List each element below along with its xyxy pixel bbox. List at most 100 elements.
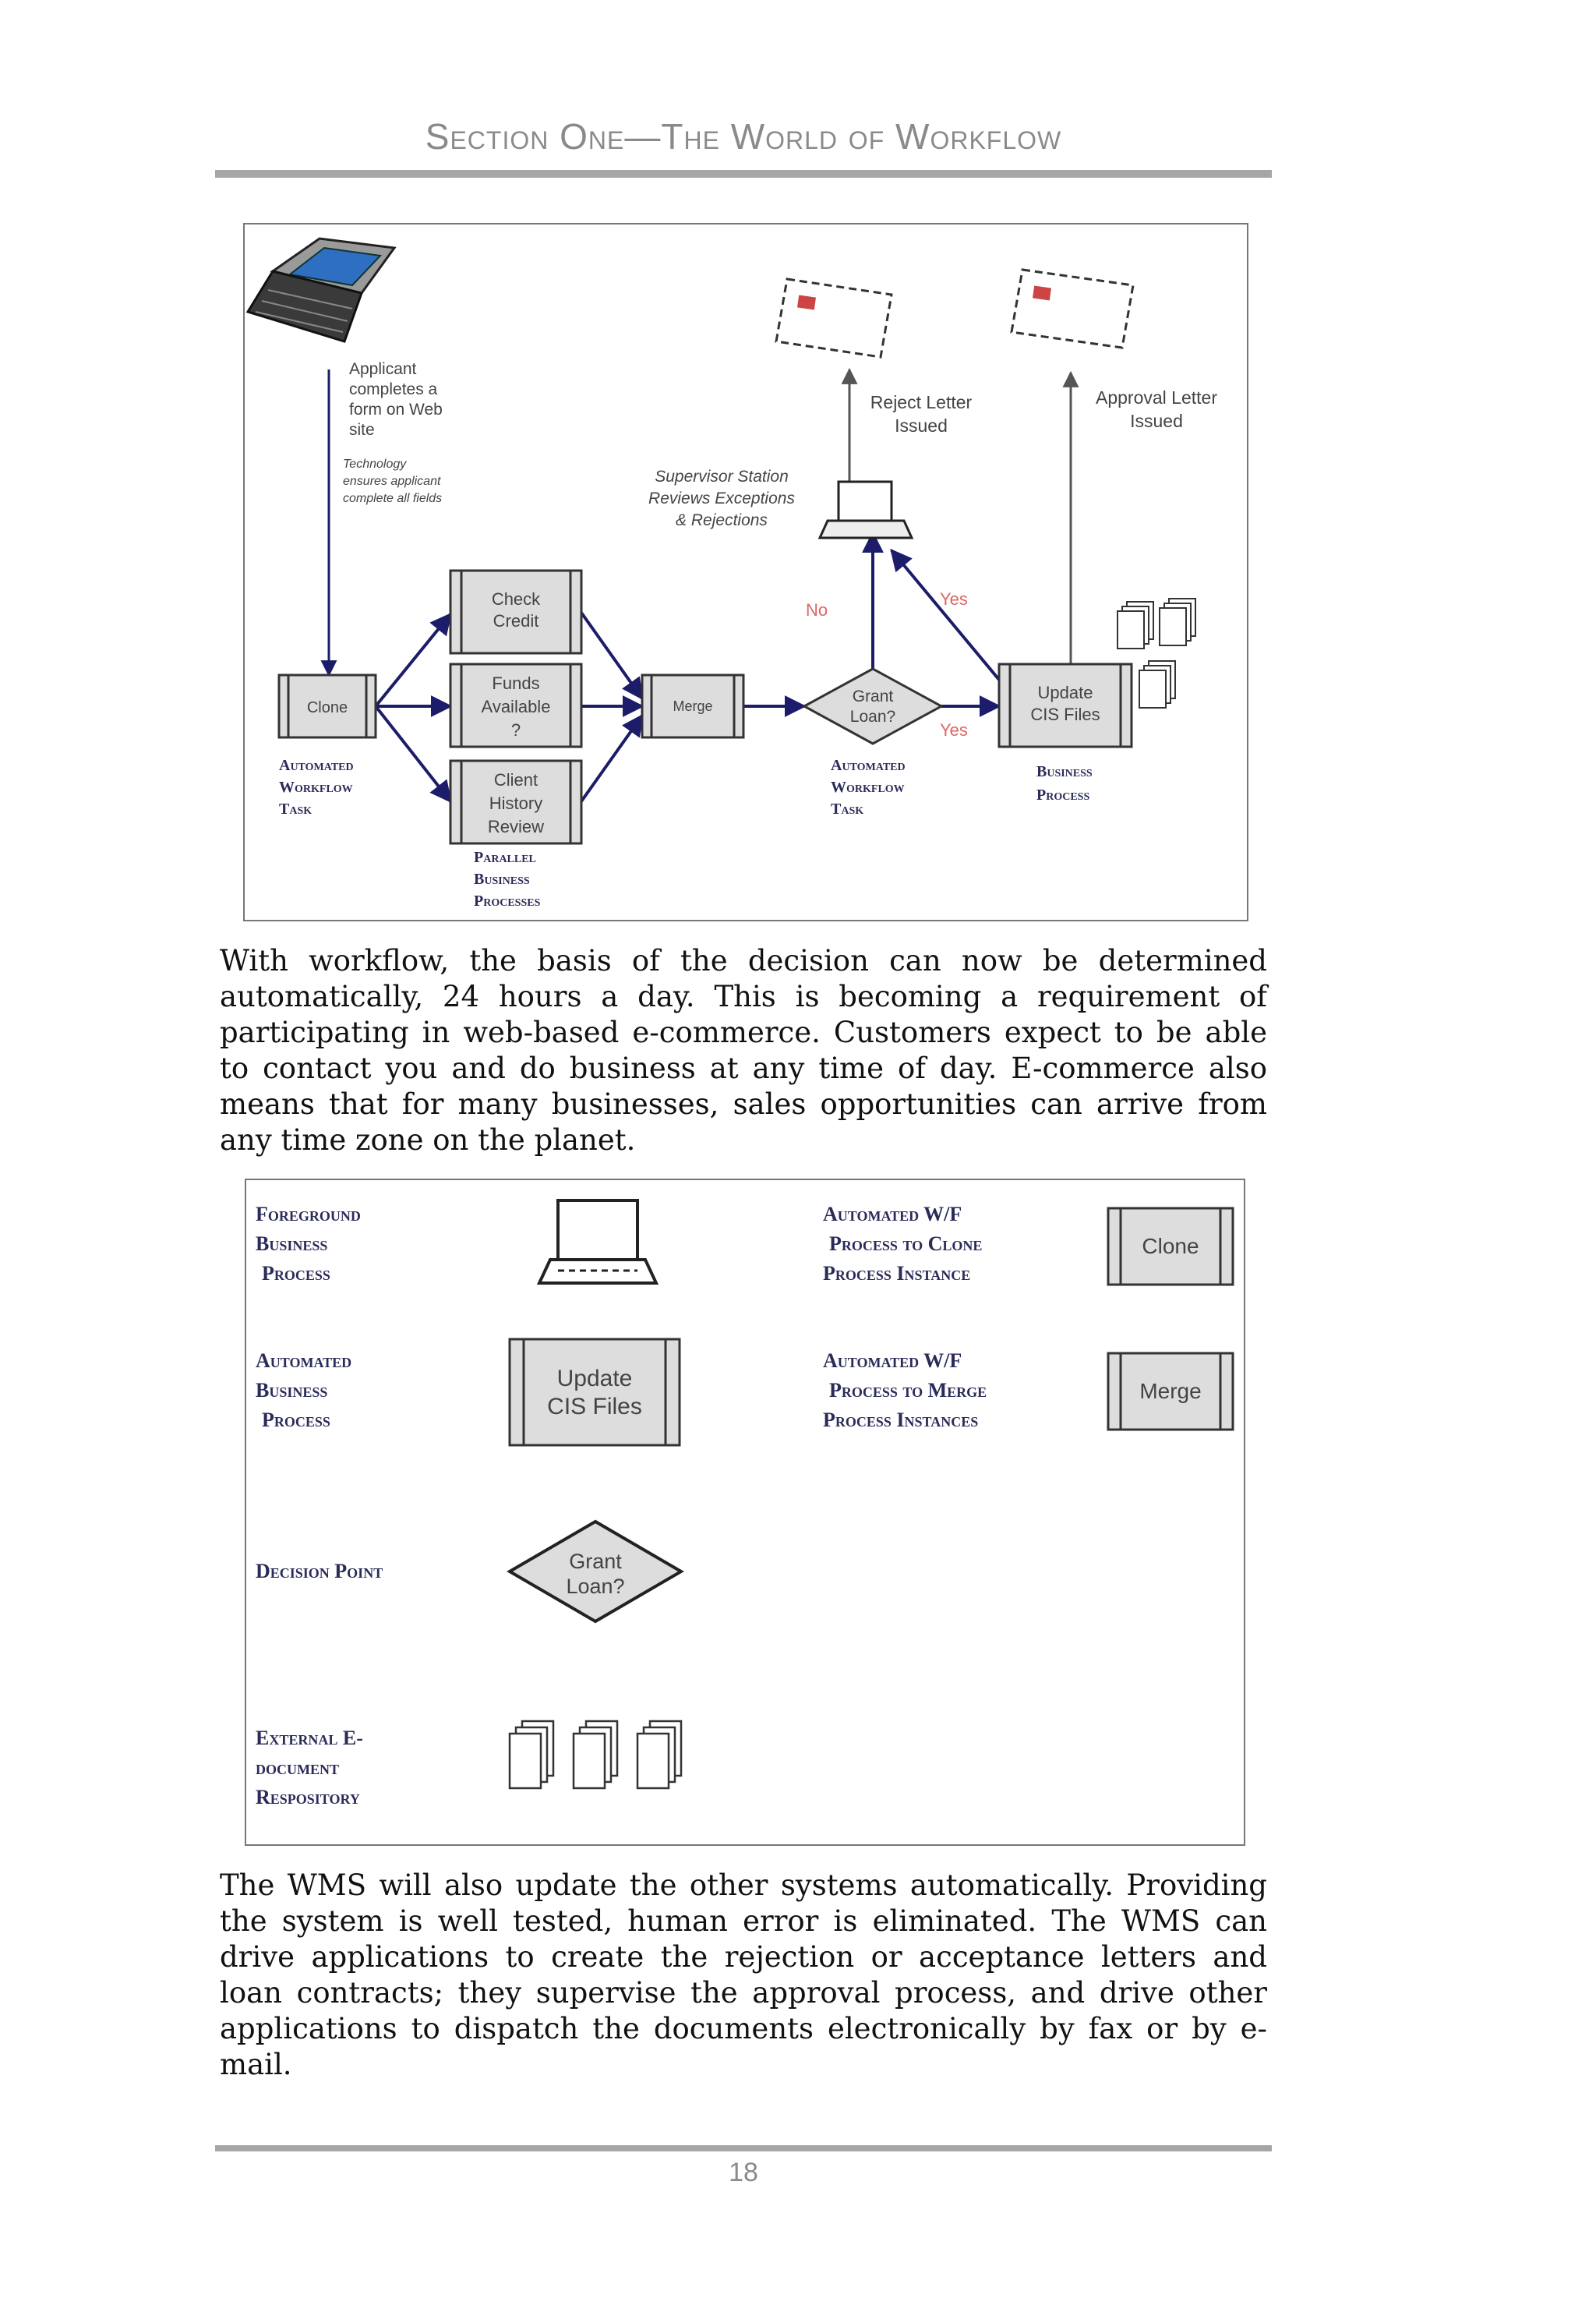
reject-letter-line-2: Issued [895, 415, 948, 436]
legend-decision-point: Decision Point [256, 1560, 383, 1582]
legend-foreground-2: Business [256, 1232, 327, 1255]
grant-loan-line-1: Grant [853, 688, 894, 705]
grant-loan-line-2: Loan? [850, 708, 895, 726]
legend-clone-desc-1: Automated W/F [823, 1203, 962, 1225]
legend-external-2: document [256, 1756, 339, 1779]
legend-foreground-1: Foreground [256, 1203, 361, 1225]
check-credit-line-2: Credit [493, 611, 539, 631]
laptop-icon [245, 237, 397, 343]
update-cis-box: Update CIS Files [998, 663, 1133, 748]
update-cis-line-1: Update [1038, 683, 1093, 702]
legend-grant-line-1: Grant [569, 1550, 622, 1573]
yes-label-top: Yes [940, 589, 968, 609]
supervisor-laptop-icon [817, 480, 914, 539]
approval-letter-envelope-icon [1010, 268, 1135, 349]
approval-letter-line-1: Approval Letter [1096, 387, 1217, 408]
page-number: 18 [729, 2158, 758, 2187]
auto-task-right-3: Task [831, 801, 863, 818]
approval-letter-line-2: Issued [1130, 411, 1183, 431]
parallel-1: Parallel [474, 849, 536, 866]
legend-automated-3: Process [262, 1409, 330, 1431]
legend-merge-desc-1: Automated W/F [823, 1349, 962, 1372]
grant-loan-decision: Grant Loan? [801, 667, 945, 745]
arrow-history-merge [580, 713, 644, 803]
legend-merge-box: Merge [1107, 1352, 1234, 1431]
legend-update-cis-box: Update CIS Files [508, 1338, 681, 1447]
paragraph1-line: With workflow, the basis of the decision… [220, 944, 1267, 977]
legend-merge-label: Merge [1139, 1379, 1201, 1403]
legend-grant-loan-diamond: Grant Loan? [507, 1519, 684, 1624]
funds-line-2: Available [482, 697, 551, 716]
yes-label-bottom: Yes [940, 720, 968, 740]
arrow-clone-history [374, 705, 452, 804]
business-process-2: Process [1036, 787, 1089, 804]
merge-box: Merge [641, 673, 745, 739]
header-rule [215, 170, 1272, 178]
history-line-1: Client [494, 770, 538, 790]
business-process-1: Business [1036, 763, 1093, 780]
arrow-check-merge [580, 611, 644, 701]
paragraph1-line: means that for many businesses, sales op… [220, 1087, 1267, 1121]
workflow-diagram-svg: Applicant completes a form on Web site T… [245, 237, 1217, 910]
paragraph1-line: to contact you and do business at any ti… [220, 1052, 1267, 1085]
clone-label: Clone [307, 699, 348, 716]
applicant-line-3: form on Web [349, 401, 443, 419]
running-header: Section One—The World of Workflow [425, 116, 1062, 157]
legend-external-1: External E- [256, 1727, 363, 1749]
legend-clone-label: Clone [1142, 1234, 1199, 1258]
paragraph1-line: participating in web-based e-commerce. C… [220, 1016, 1267, 1049]
applicant-line-1: Applicant [349, 360, 417, 378]
technology-line-1: Technology [343, 458, 407, 471]
check-credit-line-1: Check [492, 589, 541, 609]
legend-external-3: Respository [256, 1786, 360, 1808]
update-cis-line-2: CIS Files [1030, 705, 1100, 724]
paragraph1-line: automatically, 24 hours a day. This is b… [220, 980, 1267, 1013]
legend-clone-box: Clone [1107, 1207, 1234, 1286]
paragraph-workflow-decision: With workflow, the basis of the decision… [220, 943, 1267, 1158]
legend-foreground-3: Process [262, 1262, 330, 1285]
document-stack-icon [1117, 598, 1196, 709]
funds-line-1: Funds [492, 673, 539, 693]
check-credit-box: Check Credit [449, 569, 583, 655]
auto-task-left-3: Task [279, 801, 312, 818]
auto-task-left-1: Automated [279, 757, 354, 774]
arrow-update-supervisor [890, 548, 1001, 681]
legend-diagram-svg: Foreground Business Process Automated Bu… [256, 1199, 1234, 1808]
auto-task-right-1: Automated [831, 757, 906, 774]
legend-automated-1: Automated [256, 1349, 351, 1372]
funds-line-3: ? [511, 720, 521, 740]
paragraph2-line: loan contracts; they supervise the appro… [220, 1976, 1267, 2010]
applicant-line-2: completes a [349, 380, 438, 398]
legend-document-stack-icon [508, 1720, 683, 1790]
arrow-clone-check [374, 612, 452, 708]
auto-task-left-2: Workflow [279, 779, 353, 796]
applicant-line-4: site [349, 421, 375, 439]
technology-line-3: complete all fields [343, 492, 442, 505]
supervisor-line-2: Reviews Exceptions [648, 490, 795, 507]
parallel-2: Business [474, 871, 530, 888]
paragraph2-line: drive applications to create the rejecti… [220, 1940, 1267, 1974]
technology-note: Technology ensures applicant complete al… [343, 458, 442, 505]
reject-letter-line-1: Reject Letter [870, 392, 973, 412]
funds-available-box: Funds Available ? [449, 663, 583, 748]
legend-grant-line-2: Loan? [566, 1575, 624, 1598]
parallel-3: Processes [474, 893, 541, 910]
merge-label: Merge [673, 698, 712, 714]
workflow-diagram: Applicant completes a form on Web site T… [243, 223, 1248, 921]
history-line-2: History [489, 794, 542, 813]
legend-merge-desc-2: Process to Merge [829, 1379, 987, 1402]
supervisor-line-1: Supervisor Station [655, 468, 789, 486]
paragraph-wms-updates: The WMS will also update the other syste… [220, 1868, 1267, 2083]
applicant-note: Applicant completes a form on Web site [349, 360, 443, 439]
paragraph2-line: the system is well tested, human error i… [220, 1904, 1267, 1938]
no-label: No [806, 600, 828, 620]
legend-clone-desc-3: Process Instance [823, 1262, 970, 1285]
legend-update-cis-line-1: Update [557, 1366, 633, 1391]
legend-clone-desc-2: Process to Clone [829, 1232, 982, 1255]
technology-line-2: ensures applicant [343, 475, 441, 488]
paragraph2-line: The WMS will also update the other syste… [220, 1868, 1267, 1902]
history-line-3: Review [488, 817, 544, 836]
auto-task-right-2: Workflow [831, 779, 905, 796]
legend-update-cis-line-2: CIS Files [547, 1394, 642, 1419]
paragraph2-line: mail. [220, 2048, 292, 2081]
